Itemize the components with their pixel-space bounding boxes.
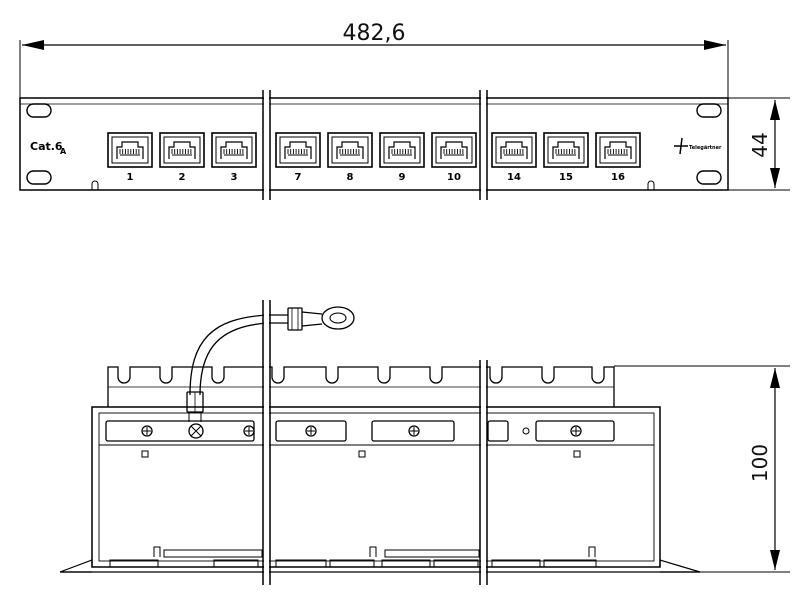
top-view: 100 bbox=[59, 300, 790, 585]
port-number: 2 bbox=[179, 172, 186, 183]
depth-label: 100 bbox=[748, 444, 772, 482]
depth-dimension: 100 bbox=[614, 365, 790, 573]
port-number: 1 bbox=[127, 172, 134, 183]
bottom-connectors bbox=[109, 546, 597, 568]
port-number: 14 bbox=[507, 172, 521, 183]
rj45-port: 10 bbox=[431, 132, 477, 183]
rj45-port: 7 bbox=[275, 132, 321, 183]
height-label: 44 bbox=[748, 132, 772, 157]
rj45-port: 9 bbox=[379, 132, 425, 183]
rj45-port: 2 bbox=[159, 132, 205, 183]
ground-screw bbox=[188, 423, 204, 439]
front-panel bbox=[19, 97, 729, 191]
rj45-port: 1 bbox=[107, 132, 153, 183]
cable-comb bbox=[107, 366, 615, 407]
port-number: 10 bbox=[447, 172, 461, 183]
rj45-port: 16 bbox=[595, 132, 641, 183]
width-label: 482,6 bbox=[343, 21, 406, 46]
panel-body bbox=[91, 406, 661, 568]
front-view: 482,6 Cat.6 A Telegärtner 1 2 3 7 8 9 10 14 15 16 bbox=[19, 21, 790, 200]
width-dimension: 482,6 bbox=[19, 21, 729, 98]
port-row: 1 2 3 7 8 9 10 14 15 16 bbox=[107, 132, 641, 183]
screw bbox=[408, 425, 420, 437]
ground-wire bbox=[186, 306, 355, 422]
screw bbox=[570, 425, 582, 437]
screw bbox=[305, 425, 317, 437]
height-dimension: 44 bbox=[728, 97, 790, 191]
rj45-port: 3 bbox=[211, 132, 257, 183]
mounting-slot-top-right bbox=[696, 103, 722, 118]
mounting-slot-top-left bbox=[26, 103, 52, 118]
category-subscript: A bbox=[60, 147, 67, 156]
screw bbox=[141, 425, 153, 437]
port-number: 15 bbox=[559, 172, 573, 183]
mounting-slot-bottom-left bbox=[26, 170, 52, 185]
port-number: 3 bbox=[231, 172, 238, 183]
rj45-port: 15 bbox=[543, 132, 589, 183]
brand-name: Telegärtner bbox=[689, 145, 722, 151]
rj45-port: 8 bbox=[327, 132, 373, 183]
screw bbox=[243, 425, 255, 437]
category-label: Cat.6 bbox=[30, 140, 63, 153]
port-number: 16 bbox=[611, 172, 625, 183]
port-number: 8 bbox=[347, 172, 354, 183]
port-number: 7 bbox=[295, 172, 302, 183]
rj45-port: 14 bbox=[491, 132, 537, 183]
mounting-slot-bottom-right bbox=[696, 170, 722, 185]
port-number: 9 bbox=[399, 172, 406, 183]
brand-logo: Telegärtner bbox=[674, 137, 722, 155]
